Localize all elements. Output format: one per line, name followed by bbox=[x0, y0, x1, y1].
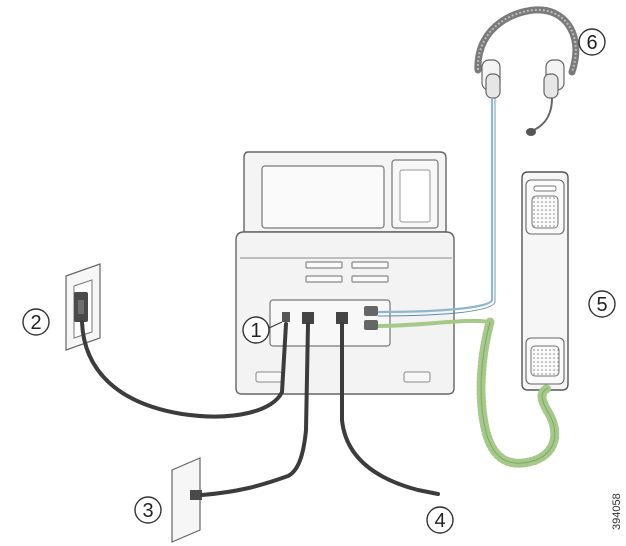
pc-cable bbox=[340, 322, 440, 496]
callout-2-label: 2 bbox=[30, 312, 41, 334]
callout-3: 3 bbox=[134, 496, 162, 524]
callout-5-label: 5 bbox=[596, 294, 607, 316]
handset-port bbox=[364, 320, 378, 330]
network-port bbox=[302, 312, 314, 324]
microphone-icon bbox=[526, 128, 536, 136]
power-cable bbox=[80, 320, 288, 419]
callout-2: 2 bbox=[22, 308, 50, 336]
callout-5: 5 bbox=[588, 290, 616, 318]
headset-cable bbox=[377, 98, 494, 314]
power-port bbox=[282, 312, 290, 322]
network-wall-jack bbox=[171, 457, 202, 543]
power-outlet bbox=[65, 263, 101, 351]
callout-6: 6 bbox=[578, 28, 606, 56]
handset-coiled-cord bbox=[377, 317, 560, 468]
headset-port bbox=[364, 306, 378, 316]
callout-4: 4 bbox=[426, 506, 454, 534]
callout-6-label: 6 bbox=[586, 32, 597, 54]
network-plug bbox=[190, 490, 202, 500]
speaker-grille bbox=[531, 195, 559, 229]
handset bbox=[521, 171, 569, 391]
callout-4-label: 4 bbox=[434, 510, 445, 532]
pc-port bbox=[336, 312, 348, 324]
desk-phone bbox=[235, 151, 455, 395]
callout-3-label: 3 bbox=[142, 500, 153, 522]
callout-1: 1 bbox=[242, 316, 283, 344]
headset bbox=[377, 6, 580, 317]
microphone-grille bbox=[530, 345, 560, 377]
network-cable bbox=[200, 322, 310, 497]
port-panel bbox=[269, 299, 391, 347]
cables bbox=[80, 320, 440, 497]
figure-id: 394058 bbox=[611, 493, 623, 530]
callout-1-label: 1 bbox=[250, 320, 261, 342]
vent-slots bbox=[305, 261, 389, 283]
